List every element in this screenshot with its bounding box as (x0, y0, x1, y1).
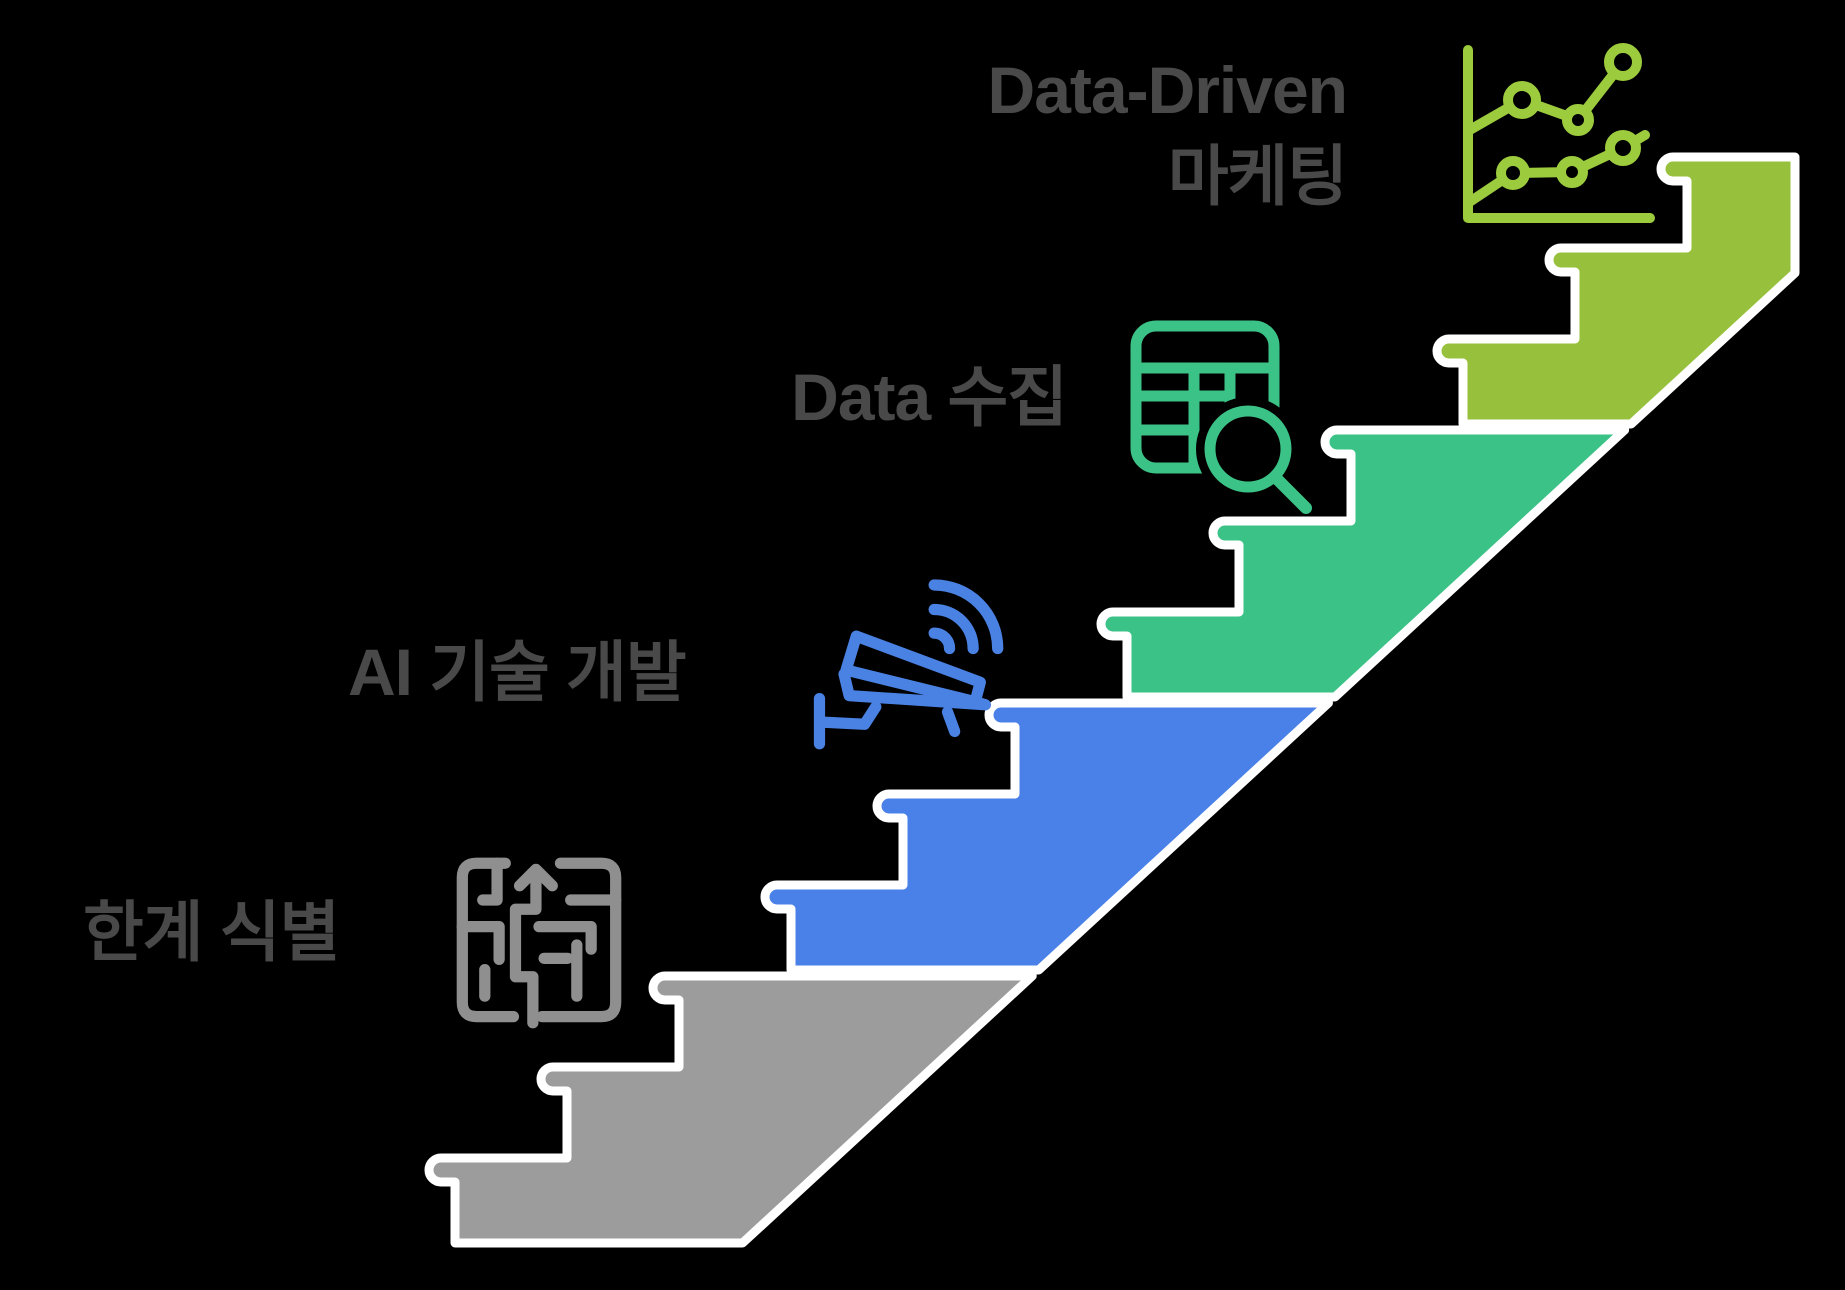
step-label-data-collection: Data 수집 (791, 360, 1068, 434)
step-label-ai-tech-development: AI 기술 개발 (348, 635, 687, 709)
stair-section-ai-tech-development (760, 698, 1333, 975)
step-label-data-driven-marketing: Data-Driven 마케팅 (850, 48, 1348, 220)
step-label-line2: 마케팅 (1167, 138, 1348, 213)
stair-section-data-collection (1096, 425, 1630, 702)
stair-section-limit-identification (424, 971, 1037, 1248)
table-search-icon (1126, 316, 1316, 516)
stair-section-data-driven-marketing (1432, 152, 1800, 429)
maze-arrow-icon (452, 853, 626, 1035)
line-chart-icon (1452, 40, 1657, 235)
chart-markers (1496, 43, 1642, 190)
step-label-limit-identification: 한계 식별 (83, 895, 340, 969)
cctv-camera-icon (800, 550, 1010, 750)
step-label-line1: Data-Driven (987, 53, 1348, 127)
